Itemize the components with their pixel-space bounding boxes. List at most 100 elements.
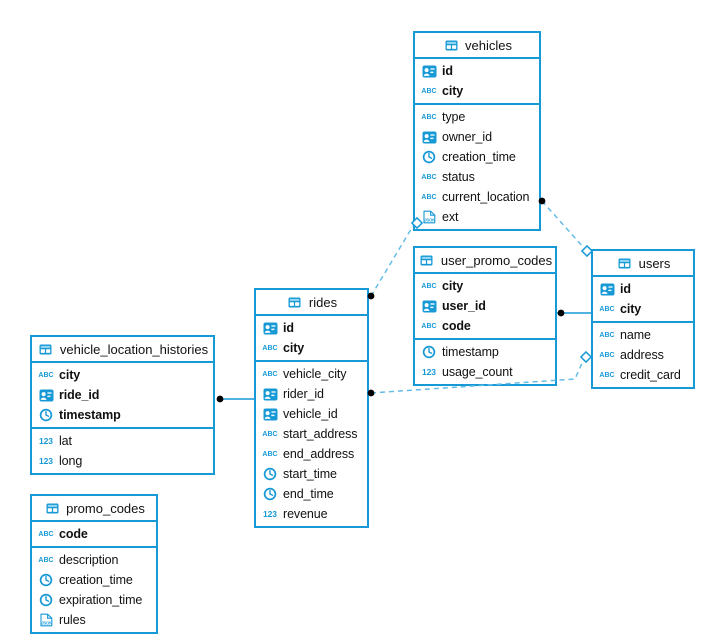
abc-glyph: ABC — [262, 430, 278, 438]
column-timestamp: timestamp — [415, 342, 555, 362]
abc-glyph: ABC — [38, 371, 54, 379]
abc-glyph: ABC — [599, 351, 615, 359]
abc-glyph: ABC — [262, 370, 278, 378]
table-title: users — [638, 255, 671, 271]
table-title: promo_codes — [66, 500, 145, 516]
id-badge-type-icon — [37, 389, 55, 402]
numeric-glyph: 123 — [39, 456, 53, 466]
abc-text-type-icon: ABC — [420, 114, 438, 121]
json-glyph: JSON — [424, 217, 435, 222]
json-type-icon: JSON — [420, 210, 438, 224]
table-title: vehicle_location_histories — [59, 341, 209, 357]
key-column-label: code — [442, 319, 471, 333]
timestamp-clock-type-icon — [420, 345, 438, 359]
connector-dot — [216, 395, 224, 403]
abc-text-type-icon: ABC — [37, 557, 55, 564]
timestamp-clock-type-icon — [420, 150, 438, 164]
column-id: id — [593, 279, 693, 299]
column-label: description — [59, 553, 119, 567]
numeric-glyph: 123 — [422, 367, 436, 377]
column-label: status — [442, 170, 475, 184]
table-title: rides — [308, 294, 338, 310]
connector-dot — [557, 309, 565, 317]
table-header[interactable]: users — [593, 251, 693, 277]
abc-glyph: ABC — [38, 556, 54, 564]
id-badge-type-icon — [598, 283, 616, 296]
table-icon — [286, 297, 304, 308]
column-label: ext — [442, 210, 459, 224]
column-label: owner_id — [442, 130, 492, 144]
abc-text-type-icon: ABC — [37, 372, 55, 379]
numeric-type-icon: 123 — [261, 509, 279, 519]
column-label: long — [59, 454, 83, 468]
abc-text-type-icon: ABC — [261, 345, 279, 352]
abc-glyph: ABC — [421, 87, 437, 95]
abc-glyph: ABC — [421, 173, 437, 181]
column-label: end_address — [283, 447, 355, 461]
column-label: vehicle_id — [283, 407, 338, 421]
timestamp-clock-type-icon — [37, 593, 55, 607]
abc-glyph: ABC — [262, 344, 278, 352]
id-badge-type-icon — [261, 388, 279, 401]
column-id: id — [415, 61, 539, 81]
abc-text-type-icon: ABC — [420, 88, 438, 95]
table-header[interactable]: vehicle_location_histories — [32, 337, 213, 363]
abc-glyph: ABC — [421, 322, 437, 330]
abc-text-type-icon: ABC — [420, 174, 438, 181]
abc-glyph: ABC — [599, 305, 615, 313]
abc-glyph: ABC — [599, 371, 615, 379]
column-label: revenue — [283, 507, 328, 521]
column-long: 123 long — [32, 451, 213, 471]
id-badge-type-icon — [420, 300, 438, 313]
key-column-label: city — [283, 341, 305, 355]
column-creation-time: creation_time — [415, 147, 539, 167]
column-rider-id: rider_id — [256, 384, 367, 404]
column-description: ABC description — [32, 550, 156, 570]
column-user-id: user_id — [415, 296, 555, 316]
id-badge-type-icon — [261, 408, 279, 421]
table-header[interactable]: rides — [256, 290, 367, 316]
column-id: id — [256, 318, 367, 338]
key-column-label: id — [442, 64, 453, 78]
column-owner-id: owner_id — [415, 127, 539, 147]
edge-user-promo-codes-to-users — [557, 309, 591, 317]
abc-text-type-icon: ABC — [598, 306, 616, 313]
column-label: address — [620, 348, 664, 362]
id-badge-type-icon — [261, 322, 279, 335]
table-header[interactable]: promo_codes — [32, 496, 156, 522]
column-timestamp: timestamp — [32, 405, 213, 425]
abc-text-type-icon: ABC — [261, 451, 279, 458]
column-code: ABC code — [415, 316, 555, 336]
column-label: start_address — [283, 427, 358, 441]
column-label: vehicle_city — [283, 367, 347, 381]
column-label: lat — [59, 434, 72, 448]
column-label: creation_time — [442, 150, 516, 164]
column-end-address: ABC end_address — [256, 444, 367, 464]
column-label: end_time — [283, 487, 334, 501]
column-revenue: 123 revenue — [256, 504, 367, 524]
column-start-time: start_time — [256, 464, 367, 484]
table-header[interactable]: user_promo_codes — [415, 248, 555, 274]
table-header[interactable]: vehicles — [415, 33, 539, 59]
column-label: rider_id — [283, 387, 324, 401]
